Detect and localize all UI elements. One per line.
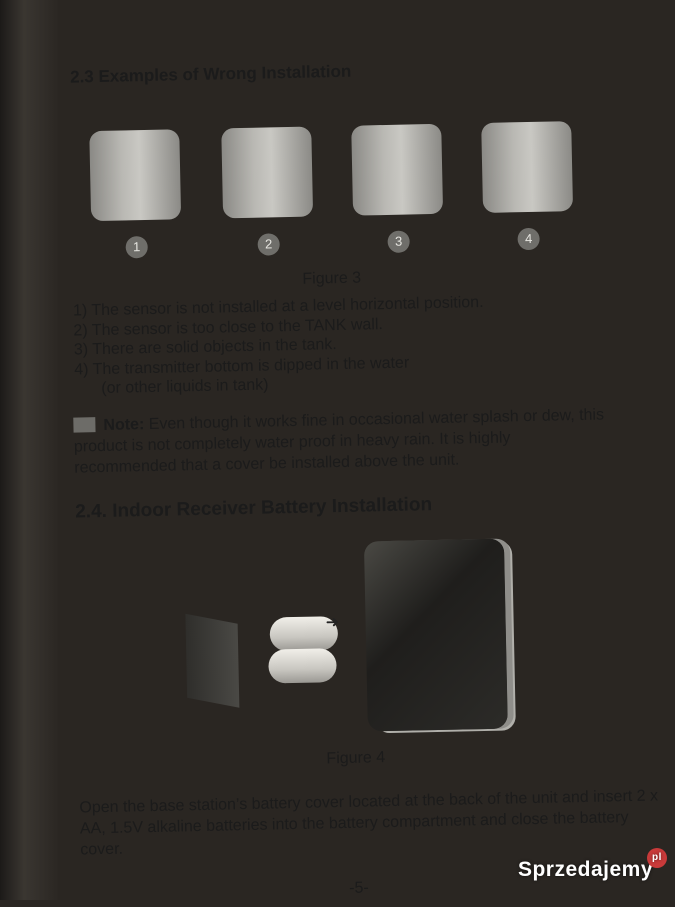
figure-number-2: 2 bbox=[257, 233, 280, 256]
tank-example-3: 3 bbox=[335, 90, 449, 262]
figure-4-caption: Figure 4 bbox=[326, 749, 386, 768]
watermark-logo: Sprzedajemy pl bbox=[517, 848, 667, 882]
battery-instructions: Open the base station’s battery cover lo… bbox=[79, 787, 659, 859]
page-number: -5- bbox=[349, 879, 369, 897]
figure-3-illustration: 1 2 3 4 bbox=[73, 87, 596, 268]
note-text: Even though it works fine in occasional … bbox=[73, 406, 605, 477]
book-spine-shadow bbox=[0, 0, 60, 900]
section-2-4-title: 2.4. Indoor Receiver Battery Installatio… bbox=[75, 494, 433, 523]
figure-number-3: 3 bbox=[387, 230, 410, 253]
battery-image bbox=[268, 648, 337, 684]
tank-example-1: 1 bbox=[73, 95, 187, 267]
note-paragraph: Note: Even though it works fine in occas… bbox=[73, 404, 614, 478]
battery-cover-image bbox=[185, 613, 240, 708]
figure-number-4: 4 bbox=[517, 227, 540, 251]
figure-4-illustration: ➜ bbox=[0, 0, 666, 732]
figure-number-1: 1 bbox=[125, 235, 148, 259]
tank-example-2: 2 bbox=[205, 92, 319, 264]
figure-3-caption: Figure 3 bbox=[302, 269, 362, 288]
watermark-text: Sprzedajemy bbox=[517, 858, 653, 881]
note-icon bbox=[73, 417, 96, 433]
tank-example-4: 4 bbox=[464, 87, 578, 259]
section-2-3-title: 2.3 Examples of Wrong Installation bbox=[69, 61, 352, 87]
note-label: Note: bbox=[103, 416, 145, 434]
watermark-badge: pl bbox=[647, 848, 667, 868]
receiver-unit-image bbox=[363, 538, 508, 732]
arrow-right-icon: ➜ bbox=[325, 614, 340, 632]
wrong-installation-list: 1) The sensor is not installed at a leve… bbox=[73, 290, 635, 399]
